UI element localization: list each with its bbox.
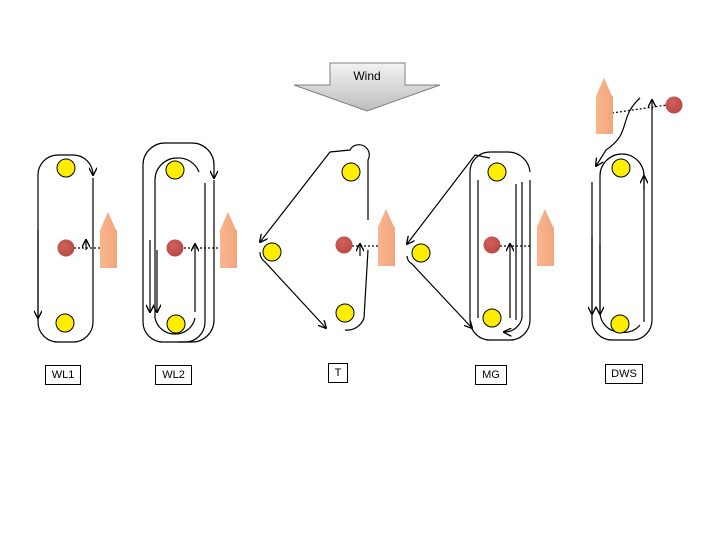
course-path — [504, 182, 523, 332]
committee-boat-icon — [220, 212, 237, 268]
mark-icon — [411, 243, 431, 263]
committee-boat-icon — [596, 78, 613, 134]
wind-label: Wind — [353, 69, 380, 83]
committee-boat-icon — [100, 212, 117, 268]
course-wl2 — [142, 142, 222, 343]
mark-icon — [487, 162, 507, 182]
course-label-dws: DWS — [605, 364, 643, 384]
course-label-wl1: WL1 — [45, 365, 81, 385]
marks-dws — [596, 78, 683, 334]
mark-icon — [262, 242, 282, 262]
committee-boat-icon — [537, 209, 554, 266]
mark-icon — [165, 160, 185, 180]
course-path — [154, 157, 200, 335]
mark-icon — [166, 314, 186, 334]
course-path — [178, 180, 215, 343]
mark-icon — [55, 313, 75, 333]
course-path — [596, 97, 641, 166]
marks-wl2 — [165, 160, 237, 334]
mark-icon — [610, 314, 630, 334]
course-dws — [591, 97, 668, 341]
course-path — [591, 108, 653, 341]
start-pin-icon — [57, 239, 75, 257]
course-path — [142, 142, 214, 343]
course-path — [406, 255, 472, 328]
marks-t — [262, 162, 395, 323]
course-path — [599, 153, 645, 334]
course-mg — [406, 151, 532, 341]
start-pin-icon — [665, 96, 683, 114]
start-pin-icon — [335, 236, 353, 254]
course-path — [37, 154, 93, 343]
mark-icon — [341, 162, 361, 182]
mark-icon — [482, 308, 502, 328]
marks-mg — [411, 162, 554, 328]
course-path — [407, 154, 491, 244]
course-path — [260, 144, 370, 242]
mark-icon — [335, 303, 355, 323]
mark-icon — [56, 158, 76, 178]
start-line — [611, 104, 668, 114]
course-t — [259, 144, 384, 331]
marks-wl1 — [55, 158, 117, 333]
committee-boat-icon — [378, 209, 395, 266]
course-wl1 — [37, 154, 106, 343]
course-path — [259, 251, 326, 328]
wind-arrow-icon: Wind — [293, 62, 441, 112]
course-label-t: T — [328, 363, 348, 383]
start-pin-icon — [483, 236, 501, 254]
course-path — [344, 249, 369, 331]
course-label-wl2: WL2 — [155, 365, 192, 385]
mark-icon — [611, 158, 631, 178]
course-label-mg: MG — [475, 365, 507, 385]
start-pin-icon — [166, 239, 184, 257]
